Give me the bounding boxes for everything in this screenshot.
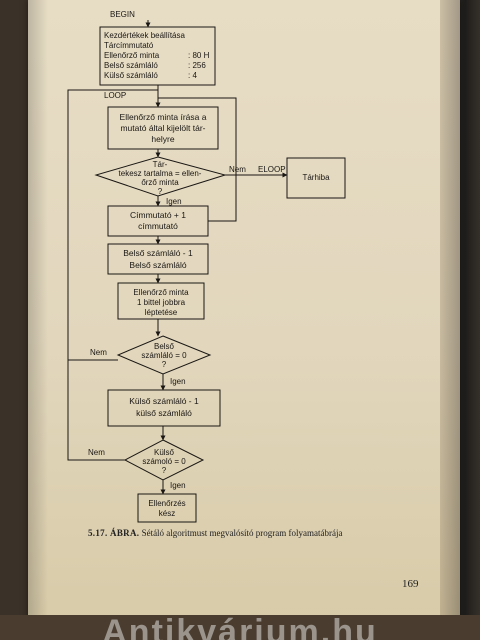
watermark: Antikvárium.hu	[102, 613, 378, 640]
init-row-value: : 256	[188, 61, 206, 70]
write-line: helyre	[151, 134, 174, 144]
inner-dec-line: Belső számláló - 1	[123, 248, 193, 258]
write-box	[107, 106, 219, 150]
inner-decision-line: Belső	[154, 342, 175, 351]
compare-no-label: Nem	[229, 165, 246, 174]
compare-yes-label: Igen	[166, 197, 182, 206]
init-row-value: : 80 H	[188, 51, 210, 60]
init-row-label: Ellenőrző minta	[104, 51, 160, 60]
page-edge	[440, 0, 460, 620]
init-row-label: Belső számláló	[104, 61, 158, 70]
shift-line: 1 bittel jobbra	[137, 298, 186, 307]
shift-line: Ellenőrző minta	[133, 288, 189, 297]
outer-loop-line	[67, 89, 158, 458]
figure-caption-text: Sétáló algoritmust megvalósító program f…	[141, 528, 343, 538]
bottom-band	[0, 615, 480, 640]
init-line2: Tárcímmutató	[104, 41, 154, 50]
compare-line: őrző minta	[141, 178, 179, 187]
figure-caption: 5.17. ÁBRA. Sétáló algoritmust megvalósí…	[88, 528, 343, 538]
inner-no-label: Nem	[90, 348, 107, 357]
end-line: kész	[159, 509, 175, 518]
init-row-label: Külső számláló	[104, 71, 158, 80]
inner-dec-line: Belső számláló	[129, 260, 186, 270]
page-number: 169	[402, 578, 419, 590]
outer-dec-line: külső számláló	[136, 408, 192, 418]
outer-decision-line: ?	[162, 466, 167, 475]
write-line: mutató által kijelölt tár-	[120, 123, 205, 133]
compare-line: Tár-	[153, 160, 168, 169]
write-line: Ellenőrző minta írása a	[120, 112, 207, 122]
compare-line: tekesz tartalma = ellen-	[119, 169, 202, 178]
error-text: Tárhiba	[302, 173, 330, 182]
inner-decision-line: számláló = 0	[141, 351, 187, 360]
inner-decision-line: ?	[162, 360, 167, 369]
eloop-label: ELOOP	[258, 165, 286, 174]
outer-decision-line: számoló = 0	[142, 457, 186, 466]
outer-no-label: Nem	[88, 448, 105, 457]
compare-line: ?	[158, 187, 163, 196]
loop-label: LOOP	[104, 91, 126, 100]
outer-decision-line: Külső	[154, 448, 175, 457]
outer-no-line	[67, 458, 125, 461]
pointer-line: Címmutató + 1	[130, 210, 186, 220]
init-title: Kezdértékek beállítása	[104, 31, 185, 40]
end-line: Ellenőrzés	[148, 499, 185, 508]
outer-dec-line: Külső számláló - 1	[129, 396, 199, 406]
figure-caption-label: 5.17. ÁBRA.	[88, 528, 140, 538]
begin-label: BEGIN	[110, 10, 135, 19]
pointer-loop-line	[158, 97, 237, 222]
shift-box	[117, 282, 205, 320]
book-page	[28, 0, 460, 620]
init-row-value: : 4	[188, 71, 197, 80]
pointer-line: címmutató	[138, 221, 178, 231]
end-box	[137, 493, 197, 523]
page-gutter-shadow	[28, 0, 48, 620]
outer-dec-box	[107, 389, 221, 427]
shift-line: léptetése	[145, 308, 178, 317]
inner-yes-label: Igen	[170, 377, 186, 386]
error-box	[286, 157, 346, 199]
outer-yes-label: Igen	[170, 481, 186, 490]
